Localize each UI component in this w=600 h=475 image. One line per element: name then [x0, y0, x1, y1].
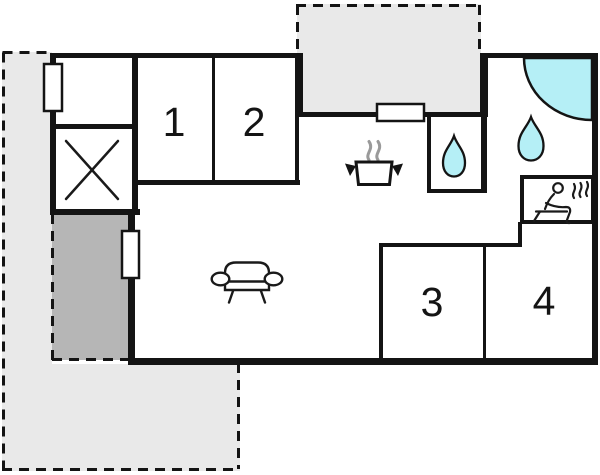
pot-body: [354, 160, 394, 186]
wall-top-right: [481, 53, 598, 58]
room-1-label: 1: [163, 99, 186, 145]
wall-closet-bottom: [50, 209, 140, 215]
wall-bedroom3-top: [380, 243, 522, 247]
corner-shower-icon: [522, 56, 594, 122]
sauna-icon-group: [520, 175, 595, 225]
room-4-label: 4: [533, 278, 556, 324]
terrace-top-area: [297, 4, 481, 114]
water-drop-icon-toilet: [441, 132, 467, 178]
pot-handle-right: [392, 163, 403, 176]
porch-entrance-area: [52, 213, 133, 360]
wall-bedrooms12-bottom: [132, 180, 300, 185]
wall-west-exterior: [50, 53, 56, 215]
room-2-label: 2: [243, 99, 266, 145]
wall-bathroom-west: [480, 53, 488, 117]
pot-handle-left: [345, 163, 356, 176]
wall-bedroom2-east-thick: [295, 53, 303, 117]
closet-cross-icon: [64, 139, 120, 201]
wall-inner-west: [132, 53, 138, 215]
wall-toilet-west: [427, 113, 431, 193]
wall-toilet-bathroom-divider: [481, 115, 487, 193]
wall-bedrooms12-divider: [212, 58, 215, 180]
wall-bedroom2-east-thin: [295, 115, 299, 183]
window-west-wall: [42, 62, 64, 113]
sofa-icon: [210, 261, 284, 304]
window-porch-wall: [120, 229, 141, 280]
pot-steam-line: [375, 140, 382, 162]
water-drop-icon-bathroom: [517, 113, 545, 162]
wall-bedrooms34-divider: [483, 247, 486, 362]
pot-steam-line: [366, 140, 373, 162]
wall-porch-east: [128, 209, 135, 361]
wall-entry-closet-divider: [52, 124, 137, 129]
window-kitchen-wall: [375, 102, 426, 123]
wall-bedroom3-west: [379, 243, 383, 362]
room-3-label: 3: [421, 279, 444, 325]
cooking-pot-icon: [345, 140, 403, 186]
wall-south-exterior: [128, 358, 598, 365]
sauna-person-icon: [532, 180, 590, 225]
wall-top-left: [50, 53, 302, 58]
wall-toilet-bottom: [427, 189, 487, 193]
wall-bedroom4-notch: [518, 222, 522, 247]
terrace-left-area: [2, 52, 240, 471]
